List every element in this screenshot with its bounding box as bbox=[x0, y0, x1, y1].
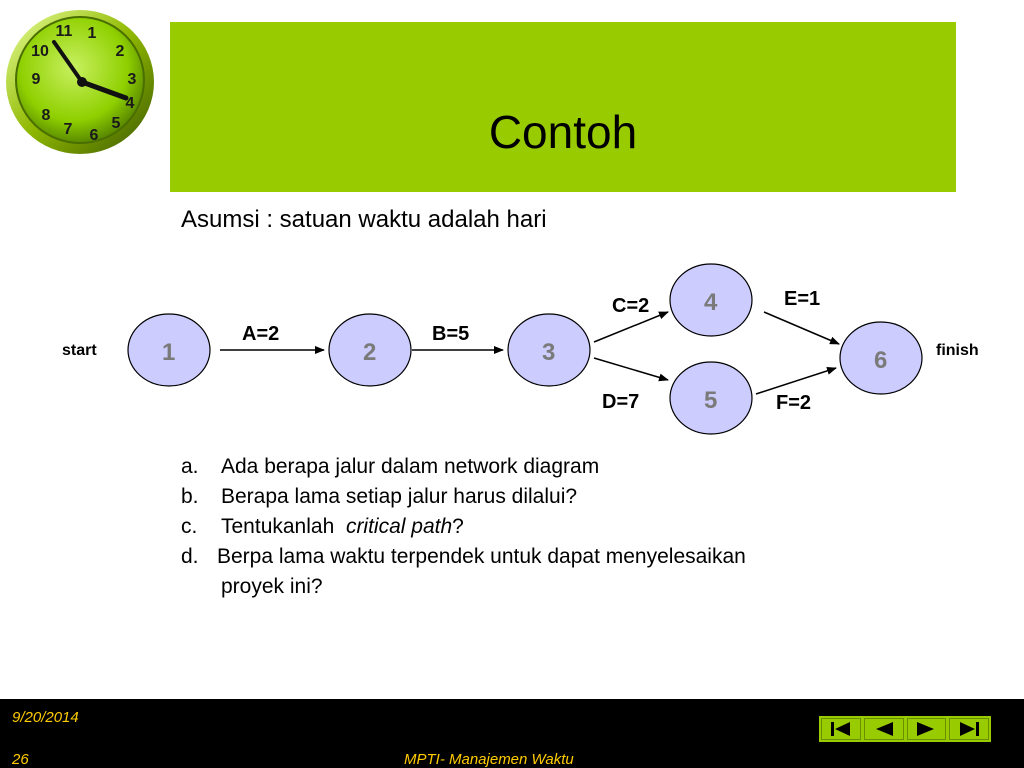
svg-text:7: 7 bbox=[64, 121, 73, 138]
footer-date: 9/20/2014 bbox=[12, 709, 79, 726]
first-slide-icon bbox=[830, 722, 850, 736]
node-1-label: 1 bbox=[162, 339, 175, 366]
svg-text:10: 10 bbox=[31, 43, 49, 60]
next-slide-icon bbox=[917, 722, 935, 736]
question-c: c. Tentukanlah critical path? bbox=[181, 512, 941, 542]
svg-text:1: 1 bbox=[88, 25, 97, 42]
question-a: a. Ada berapa jalur dalam network diagra… bbox=[181, 452, 941, 482]
svg-text:5: 5 bbox=[112, 115, 121, 132]
node-5 bbox=[669, 361, 753, 435]
question-list: a. Ada berapa jalur dalam network diagra… bbox=[181, 452, 941, 602]
node-2 bbox=[328, 313, 412, 387]
question-text-line1: Berpa lama waktu terpendek untuk dapat m… bbox=[217, 545, 746, 568]
question-marker: c. bbox=[181, 515, 198, 538]
footer-page-number: 26 bbox=[12, 751, 29, 768]
network-diagram: 1 2 3 4 5 6 A=2 B=5 C=2 D=7 E=1 F=2 star… bbox=[62, 263, 979, 435]
question-d: d. Berpa lama waktu terpendek untuk dapa… bbox=[181, 542, 941, 602]
start-label: start bbox=[62, 342, 97, 359]
question-marker: b. bbox=[181, 485, 199, 508]
node-6-label: 6 bbox=[874, 347, 887, 374]
footer-course-name: MPTI- Manajemen Waktu bbox=[404, 751, 574, 768]
title-band: Contoh bbox=[170, 22, 956, 192]
question-mark: ? bbox=[452, 515, 464, 538]
svg-text:3: 3 bbox=[128, 71, 137, 88]
node-5-label: 5 bbox=[704, 387, 717, 414]
question-marker: d. bbox=[181, 545, 199, 568]
arrow-d bbox=[593, 357, 669, 382]
node-3-label: 3 bbox=[542, 339, 555, 366]
activity-c-label: C=2 bbox=[612, 295, 649, 317]
activity-d-label: D=7 bbox=[602, 391, 639, 413]
slide-navigation bbox=[819, 716, 991, 742]
finish-label: finish bbox=[936, 342, 979, 359]
svg-text:11: 11 bbox=[56, 23, 73, 40]
svg-text:4: 4 bbox=[126, 95, 135, 112]
previous-slide-icon bbox=[875, 722, 893, 736]
question-text: Ada berapa jalur dalam network diagram bbox=[221, 455, 600, 478]
svg-text:8: 8 bbox=[42, 107, 51, 124]
first-slide-button[interactable] bbox=[821, 718, 861, 740]
critical-path-text: critical path bbox=[345, 515, 453, 538]
question-b: b. Berapa lama setiap jalur harus dilalu… bbox=[181, 482, 941, 512]
node-2-label: 2 bbox=[363, 339, 376, 366]
question-marker: a. bbox=[181, 455, 199, 478]
page-title: Contoh bbox=[488, 106, 638, 158]
activity-a-label: A=2 bbox=[242, 323, 279, 345]
last-slide-icon bbox=[960, 722, 980, 736]
activity-e-label: E=1 bbox=[784, 288, 820, 310]
arrow-f bbox=[755, 366, 837, 395]
node-4-label: 4 bbox=[704, 289, 718, 316]
arrow-c bbox=[593, 311, 669, 343]
question-text: Tentukanlah bbox=[221, 515, 341, 538]
node-1 bbox=[127, 313, 211, 387]
svg-text:9: 9 bbox=[32, 71, 41, 88]
clock-icon: 1 2 3 4 5 6 7 8 9 10 11 bbox=[6, 10, 154, 154]
activity-b-label: B=5 bbox=[432, 323, 469, 345]
svg-text:2: 2 bbox=[116, 43, 125, 60]
arrow-e bbox=[763, 311, 840, 345]
last-slide-button[interactable] bbox=[949, 718, 989, 740]
activity-f-label: F=2 bbox=[776, 392, 811, 414]
question-text: Berapa lama setiap jalur harus dilalui? bbox=[221, 485, 578, 508]
question-text-line2: proyek ini? bbox=[221, 575, 323, 598]
previous-slide-button[interactable] bbox=[863, 718, 904, 740]
svg-text:6: 6 bbox=[90, 127, 99, 144]
node-3 bbox=[507, 313, 591, 387]
node-4 bbox=[669, 263, 753, 337]
node-6 bbox=[839, 321, 923, 395]
next-slide-button[interactable] bbox=[906, 718, 947, 740]
assumption-text: Asumsi : satuan waktu adalah hari bbox=[181, 206, 547, 233]
